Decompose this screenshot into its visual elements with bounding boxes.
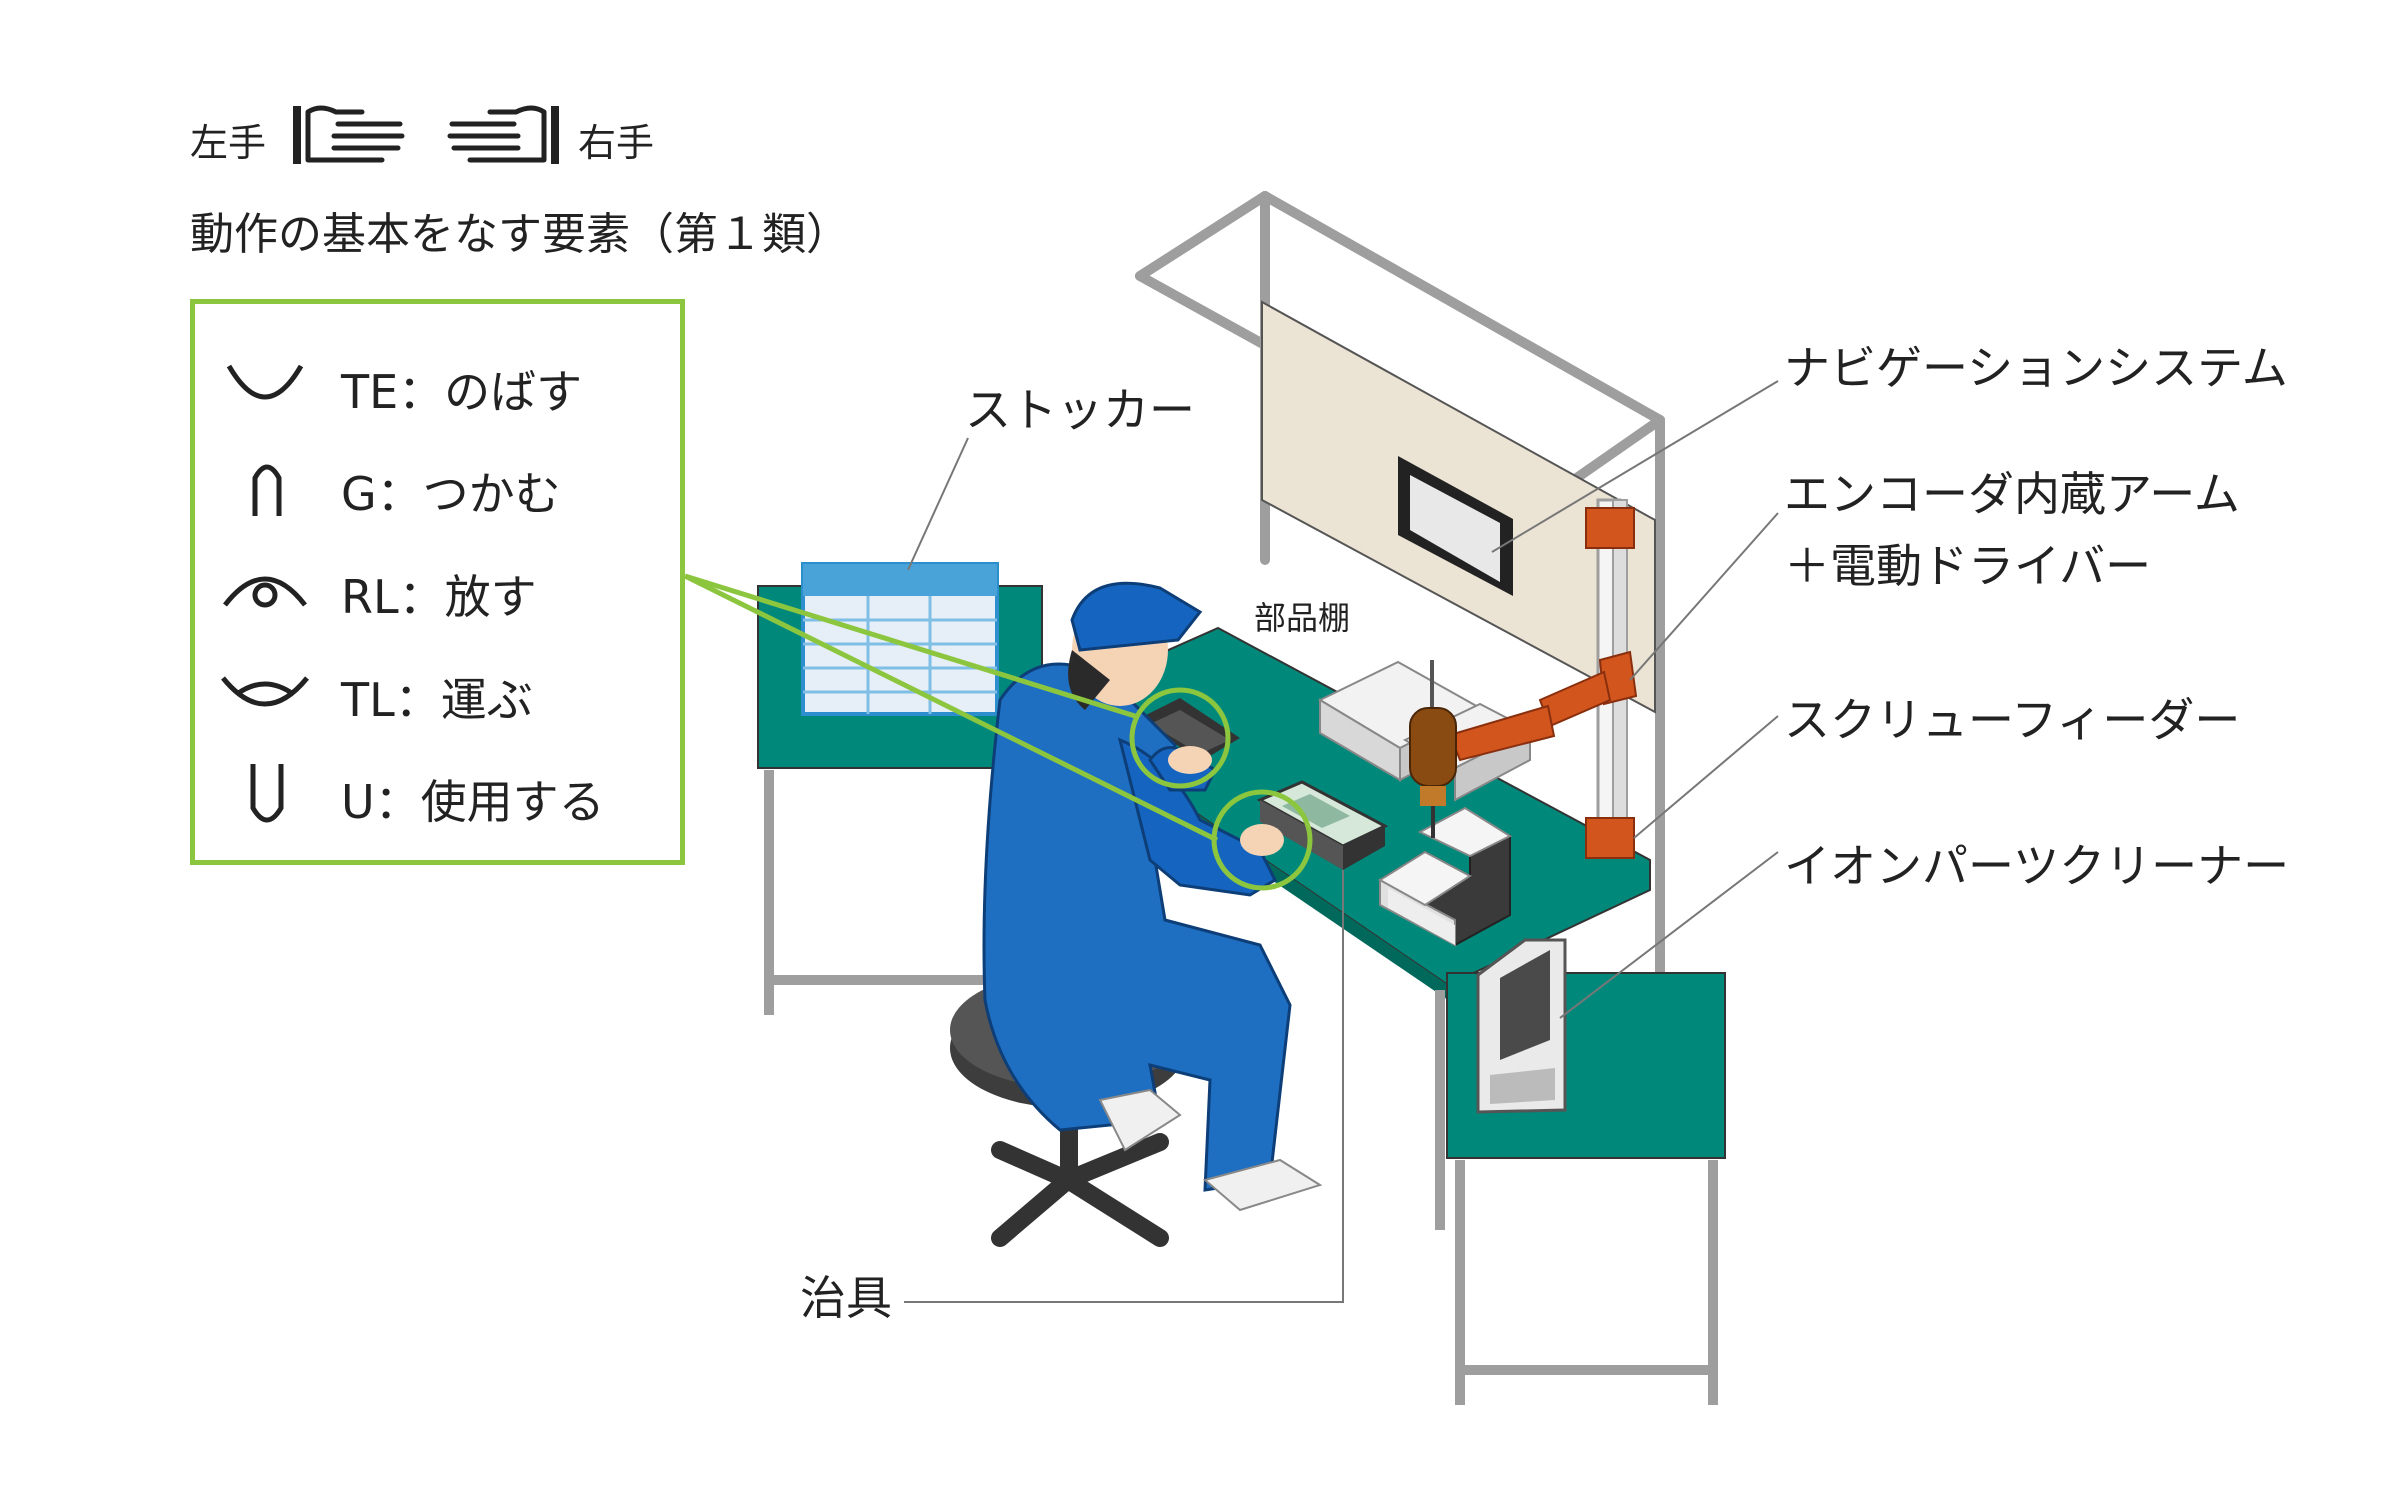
legend-code: TE [341,365,399,419]
legend-text: つかむ [422,467,561,521]
tl-transport-icon [221,676,309,707]
screw-feeder-label: スクリューフィーダー [1784,693,2241,747]
jig-label: 治具 [800,1271,892,1325]
stocker-label: ストッカー [965,383,1195,437]
legend-text: のばす [444,365,583,419]
legend-item-u: U：使用する [195,754,680,834]
legend-separator: ： [374,775,421,829]
legend-item-g: G：つかむ [195,446,680,526]
screw-feeder [1378,806,1513,947]
legend-separator: ： [398,365,445,419]
g-grasp-icon [252,464,282,516]
hand-icons [293,105,559,164]
legend-code: TL [341,673,395,727]
parts-shelf-label: 部品棚 [1248,591,1357,641]
legend-text: 使用する [420,775,605,829]
te-reach-icon [226,364,304,400]
legend-separator: ： [376,467,423,521]
jig [1256,780,1389,870]
ion-parts-cleaner-label: イオンパーツクリーナー [1784,839,2290,893]
electric-driver [1409,660,1457,838]
u-use-icon [250,764,284,823]
stocker [801,562,999,716]
right-hand-icon [447,105,559,164]
ion-parts-cleaner [1476,938,1567,1114]
navigation-system-label: ナビゲーションシステム [1784,341,2288,395]
legend-text: 放す [444,570,537,624]
worker [982,581,1323,1212]
left-hand-icon [293,105,405,164]
rl-release-icon [223,576,307,608]
legend-item-tl: TL：運ぶ [195,652,680,732]
encoder-arm-label: エンコーダ内蔵アーム [1784,467,2240,521]
legend-code: U [341,775,375,829]
legend-code: G [341,467,377,521]
legend-code: RL [341,570,399,624]
legend-separator: ： [398,570,445,624]
navigation-monitor [1398,456,1513,596]
callout-leaders [904,380,1779,1303]
legend-item-te: TE：のばす [195,344,680,424]
motion-highlights [683,573,1313,891]
legend-box: TE：のばす G：つかむ RL：放す TL：運ぶ U：使用す [190,299,685,865]
left-hand-label: 左手 [190,121,267,165]
diagram-subtitle: 動作の基本をなす要素（第１類） [190,209,850,260]
legend-text: 運ぶ [440,673,533,727]
electric-driver-label: ＋電動ドライバー [1784,539,2152,593]
right-hand-label: 右手 [578,121,655,165]
legend-item-rl: RL：放す [195,549,680,629]
parts-tray [1140,698,1240,762]
encoder-arm [1448,498,1638,859]
legend-separator: ： [394,673,441,727]
